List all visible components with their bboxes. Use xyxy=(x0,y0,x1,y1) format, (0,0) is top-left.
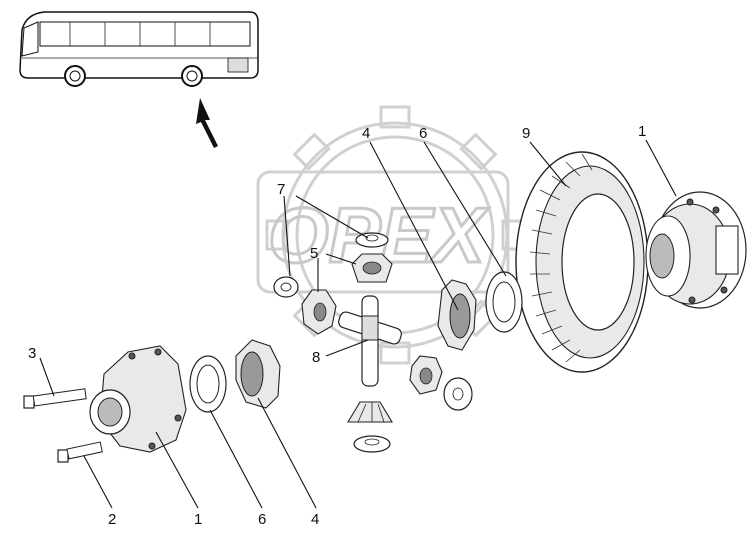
leader-5 xyxy=(325,253,357,265)
leader-4top xyxy=(369,141,459,311)
callout-1-top: 1 xyxy=(638,123,646,140)
leader-7 xyxy=(283,195,291,277)
pinion-gear-left-part xyxy=(301,289,337,335)
callout-6-top: 6 xyxy=(419,125,427,142)
callout-4-top: 4 xyxy=(362,125,370,142)
leader-7b xyxy=(295,195,369,239)
pinion-gear-right-part xyxy=(409,355,443,395)
cross-spider-part xyxy=(338,295,402,387)
washer-7-part xyxy=(273,276,299,298)
pointer-arrow-icon xyxy=(196,98,218,148)
leader-8 xyxy=(325,339,369,357)
thrust-washer-bottom-part xyxy=(189,355,227,413)
pinion-gear-top-part xyxy=(351,253,393,283)
washer-bottom-part xyxy=(353,435,391,453)
ring-gear-part xyxy=(515,151,649,373)
bus-icon xyxy=(19,11,259,87)
callout-5: 5 xyxy=(310,245,318,262)
leader-6bot xyxy=(209,409,263,509)
callout-8: 8 xyxy=(312,349,320,366)
bolt-2-part xyxy=(57,441,103,463)
side-gear-top-part xyxy=(437,279,477,351)
callout-7: 7 xyxy=(277,181,285,198)
diff-housing-right-part xyxy=(645,191,747,309)
leader-6top xyxy=(423,141,507,277)
bolt-3-part xyxy=(23,388,87,409)
washer-right-part xyxy=(443,377,473,411)
side-gear-bottom-part xyxy=(235,339,281,409)
washer-7-top-part xyxy=(355,232,389,248)
callout-1-bottom: 1 xyxy=(194,511,202,528)
thrust-washer-top-part xyxy=(485,271,523,333)
diff-housing-left-part xyxy=(89,345,187,453)
watermark-frame xyxy=(256,170,510,294)
callout-3: 3 xyxy=(28,345,36,362)
callout-2: 2 xyxy=(108,511,116,528)
leader-4bot xyxy=(257,397,317,509)
callout-4-bottom: 4 xyxy=(311,511,319,528)
callout-6-bottom: 6 xyxy=(258,511,266,528)
leader-1top xyxy=(645,139,677,197)
leader-1bot xyxy=(155,431,199,509)
leader-9 xyxy=(529,141,567,187)
leader-2 xyxy=(83,455,113,509)
leader-lines xyxy=(39,139,677,509)
callout-9: 9 xyxy=(522,125,530,142)
pinion-gear-bottom-part xyxy=(347,401,393,423)
leader-3 xyxy=(39,357,55,397)
